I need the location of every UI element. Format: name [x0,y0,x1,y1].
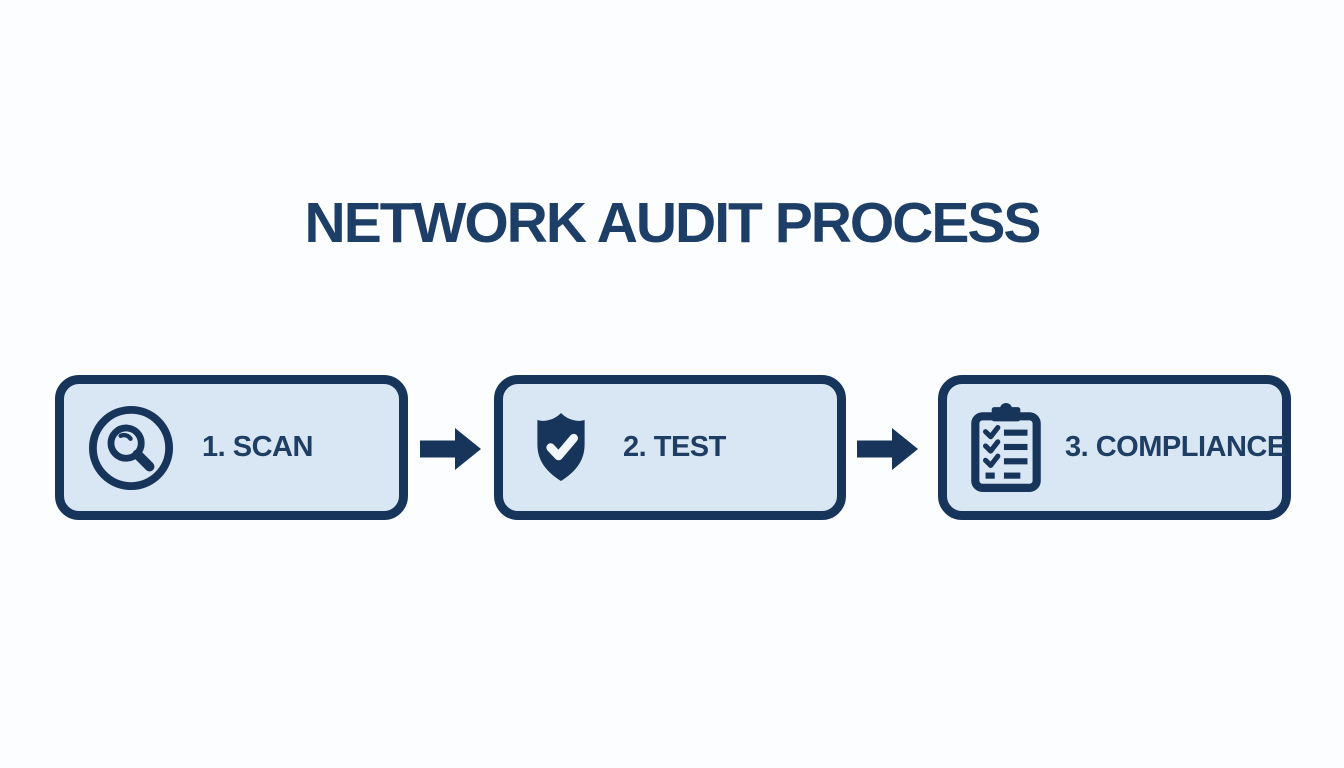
magnifier-search-icon [88,405,174,491]
arrow-right-icon [857,428,918,470]
arrow-right-icon [420,428,481,470]
step-box-scan: 1. SCAN [55,375,408,520]
clipboard-checklist-icon [967,402,1045,493]
step-label-test: 2. TEST [623,431,726,463]
step-label-compliance: 3. COMPLIANCE [1065,431,1286,463]
shield-check-icon [527,409,595,487]
step-label-scan: 1. SCAN [202,431,313,463]
step-box-test: 2. TEST [494,375,846,520]
step-box-compliance: 3. COMPLIANCE [938,375,1291,520]
page-title: NETWORK AUDIT PROCESS [304,191,1042,255]
